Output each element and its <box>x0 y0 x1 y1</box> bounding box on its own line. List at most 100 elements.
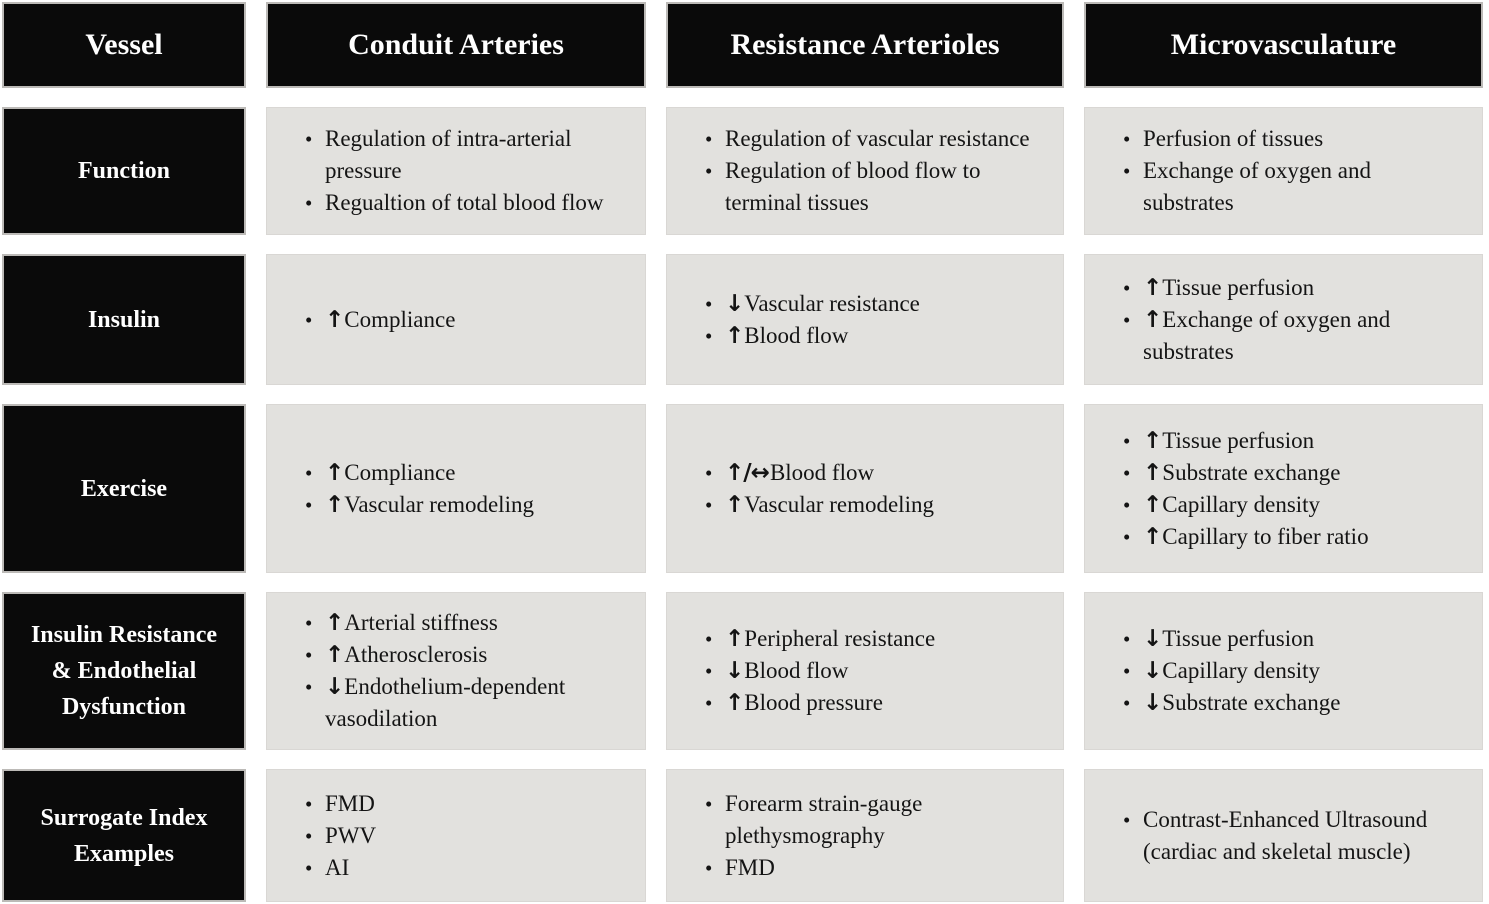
item-text-block: ↑Exchange of oxygen and substrates <box>1143 304 1390 368</box>
item-text: Tissue perfusion <box>1162 274 1315 300</box>
bullet-marker: • <box>705 855 713 880</box>
item-text: Capillary density <box>1162 491 1321 517</box>
list-item: •↑Peripheral resistance <box>705 623 1049 655</box>
list-item: •↑Tissue perfusion <box>1123 272 1468 304</box>
item-text-block: ↑/↔Blood flow <box>725 457 874 489</box>
list-item: •↑Capillary density <box>1123 489 1468 521</box>
bullet-marker: • <box>305 492 313 517</box>
down-arrow-icon: ↓ <box>325 674 344 700</box>
bullet-marker: • <box>1123 127 1131 151</box>
item-text-block: ↓Tissue perfusion <box>1143 623 1314 655</box>
bullet-marker: • <box>705 127 713 151</box>
item-text: Blood pressure <box>744 690 883 715</box>
cell-function-resistance-arterioles: •Regulation of vascular resistance•Regul… <box>666 107 1064 235</box>
up-arrow-icon: ↑ <box>1143 491 1162 518</box>
item-text: Substrate exchange <box>1162 459 1341 485</box>
item-text: Contrast-Enhanced Ultrasound (cardiac an… <box>1143 806 1428 864</box>
item-text-block: AI <box>325 852 349 884</box>
up-arrow-icon: ↑ <box>725 491 744 518</box>
cell-insulin-resistance-arterioles: •↓Vascular resistance•↑Blood flow <box>666 254 1064 385</box>
down-arrow-icon: ↓ <box>1143 626 1162 652</box>
cell-function-microvasculature: •Perfusion of tissues•Exchange of oxygen… <box>1084 107 1483 235</box>
bullet-marker: • <box>705 159 713 183</box>
list-item: •↓Vascular resistance <box>705 288 1049 320</box>
list-item: •↑Atherosclerosis <box>305 639 631 671</box>
bullet-marker: • <box>705 323 713 348</box>
item-text: Capillary to fiber ratio <box>1162 523 1369 549</box>
list-item: • AI <box>305 852 631 884</box>
bullet-marker: • <box>705 691 713 715</box>
list-item: •PWV <box>305 820 631 852</box>
list-item: • ↓Substrate exchange <box>1123 687 1468 719</box>
cell-surrogate-index-examples-microvasculature: •Contrast-Enhanced Ultrasound (cardiac a… <box>1084 769 1483 902</box>
item-text: Regulation of blood flow to terminal tis… <box>725 158 981 215</box>
item-text-block: Regulation of blood flow to terminal tis… <box>725 155 981 219</box>
column-header-microvasculature: Microvasculature <box>1084 2 1483 88</box>
up-arrow-icon: ↑ <box>325 459 344 486</box>
bullet-marker: • <box>305 643 313 667</box>
item-text: Blood flow <box>744 322 849 348</box>
item-text: PWV <box>325 822 377 848</box>
bullet-marker: • <box>705 291 713 316</box>
item-text: Endothelium-dependent vasodilation <box>325 674 566 731</box>
item-text-block: ↑Blood pressure <box>725 687 883 719</box>
item-text-block: ↓Capillary density <box>1143 655 1320 687</box>
bullet-marker: • <box>305 127 313 151</box>
bullet-marker: • <box>305 855 313 880</box>
bullet-marker: • <box>1123 691 1131 715</box>
list-item: • ↓Endothelium-dependent vasodilation <box>305 671 631 735</box>
bullet-marker: • <box>1123 524 1131 549</box>
up-or-sideways-arrow-icon: ↑/↔ <box>725 459 770 486</box>
list-item: •↑Substrate exchange <box>1123 457 1468 489</box>
item-text-block: Regualtion of total blood flow <box>325 187 604 219</box>
up-arrow-icon: ↑ <box>1143 427 1162 454</box>
list-item: •↑Capillary to fiber ratio <box>1123 521 1468 553</box>
item-text: Blood flow <box>769 459 875 485</box>
item-text-block: ↑Capillary density <box>1143 489 1320 521</box>
list-item: • Regulation of blood flow to terminal ti… <box>705 155 1049 219</box>
up-arrow-icon: ↑ <box>725 322 744 349</box>
list-item: •↓Blood flow <box>705 655 1049 687</box>
down-arrow-icon: ↓ <box>1143 658 1162 684</box>
row-header-insulin-resistance-endothelial-dysfunction: Insulin Resistance & Endothelial Dysfunc… <box>2 592 246 750</box>
down-arrow-icon: ↓ <box>725 290 744 317</box>
up-arrow-icon: ↑ <box>1143 274 1162 301</box>
item-text: Perfusion of tissues <box>1143 126 1324 151</box>
list-item: • ↑Blood flow <box>705 320 1049 352</box>
item-text-block: ↑Arterial stiffness <box>325 607 498 639</box>
item-text-block: ↑Compliance <box>325 457 455 489</box>
cell-exercise-microvasculature: •↑Tissue perfusion•↑Substrate exchange•↑… <box>1084 404 1483 573</box>
cell-exercise-conduit-arteries: • ↑Compliance • ↑Vascular remodeling <box>266 404 646 573</box>
item-text: Tissue perfusion <box>1162 626 1315 651</box>
list-item: •Regulation of intra-arterial pressure <box>305 123 631 187</box>
item-text-block: Exchange of oxygen and substrates <box>1143 155 1371 219</box>
up-arrow-icon: ↑ <box>325 306 344 333</box>
up-arrow-icon: ↑ <box>725 626 744 652</box>
cell-exercise-resistance-arterioles: •↑/↔Blood flow•↑Vascular remodeling <box>666 404 1064 573</box>
cell-insulin-resistance-endothelial-dysfunction-conduit-arteries: •↑Arterial stiffness•↑Atherosclerosis•↓E… <box>266 592 646 750</box>
item-text-block: ↓Substrate exchange <box>1143 687 1340 719</box>
bullet-marker: • <box>305 460 313 485</box>
item-text-block: ↑Peripheral resistance <box>725 623 935 655</box>
list-item: • ↑Blood pressure <box>705 687 1049 719</box>
item-text: Substrate exchange <box>1162 690 1341 715</box>
item-text: Compliance <box>344 459 456 485</box>
column-header-conduit-arteries: Conduit Arteries <box>266 2 646 88</box>
row-header-insulin: Insulin <box>2 254 246 385</box>
row-header-function: Function <box>2 107 246 235</box>
list-item: •↑Compliance <box>305 304 631 336</box>
bullet-marker: • <box>305 675 313 699</box>
item-text: Regualtion of total blood flow <box>325 190 604 215</box>
item-text-block: Contrast-Enhanced Ultrasound (cardiac an… <box>1143 804 1427 868</box>
bullet-marker: • <box>305 611 313 635</box>
bullet-marker: • <box>705 460 713 485</box>
list-item: • ↑Arterial stiffness <box>305 607 631 639</box>
list-item: •Regualtion of total blood flow <box>305 187 631 219</box>
down-arrow-icon: ↓ <box>1143 690 1162 716</box>
list-item: • ↑/↔Blood flow <box>705 457 1049 489</box>
bullet-marker: • <box>305 791 313 816</box>
item-text: Vascular remodeling <box>344 491 534 517</box>
list-item: •↓Tissue perfusion <box>1123 623 1468 655</box>
cell-surrogate-index-examples-conduit-arteries: •FMD•PWV•AI <box>266 769 646 902</box>
